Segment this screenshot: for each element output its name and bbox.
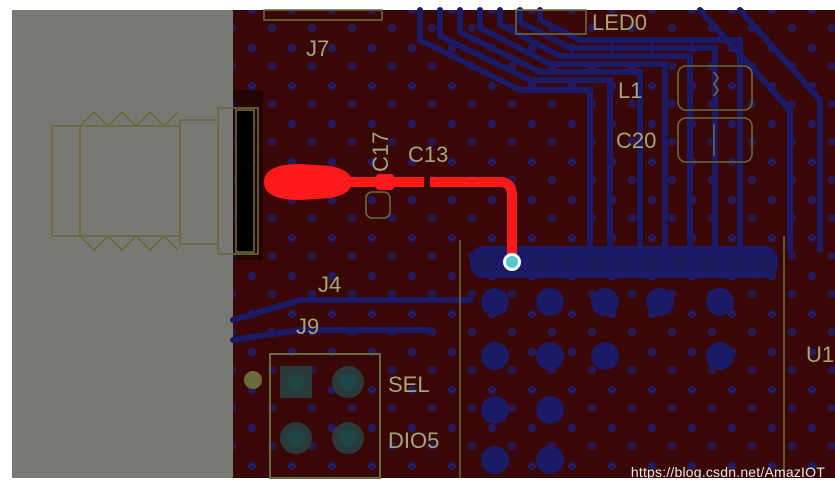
designator-c20: C20 — [616, 128, 656, 153]
label-sel: SEL — [388, 372, 430, 397]
signal-trace-bus — [230, 7, 823, 343]
designator-led0: LED0 — [592, 10, 647, 35]
watermark-text: https://blog.csdn.net/AmazIOT — [630, 464, 825, 480]
capacitor-c17-outline — [365, 191, 391, 219]
thru-hole-pads — [481, 288, 734, 474]
selected-pad[interactable] — [506, 256, 518, 268]
j7-outline — [263, 9, 383, 21]
j9-connector — [244, 353, 381, 479]
sma-connector-outline — [51, 107, 259, 255]
capacitor-c20-outline — [677, 117, 753, 163]
inductor-l1-outline — [677, 65, 753, 111]
designator-j7: J7 — [306, 36, 329, 61]
designator-c13: C13 — [408, 142, 448, 167]
designator-j9: J9 — [296, 314, 319, 339]
designator-l1: L1 — [618, 78, 642, 103]
designator-u1: U1 — [806, 342, 834, 367]
designator-c17: C17 — [368, 132, 393, 172]
designator-j4: J4 — [318, 272, 341, 297]
rf-trace-highlighted[interactable] — [264, 164, 517, 267]
led0-outline — [515, 9, 587, 35]
header-pad-row — [470, 246, 778, 278]
label-dio5: DIO5 — [388, 428, 439, 453]
